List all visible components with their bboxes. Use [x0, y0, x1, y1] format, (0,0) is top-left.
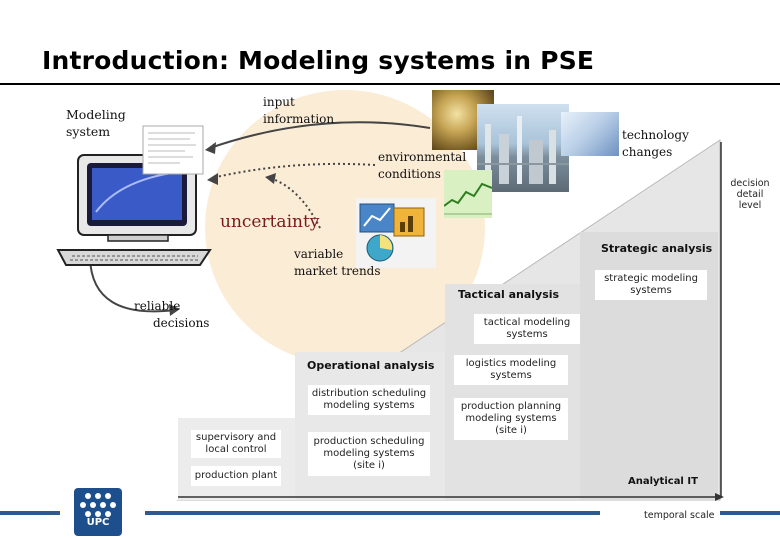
bottom-rule-middle: [145, 511, 600, 515]
refinery-structures: [477, 116, 569, 184]
reliable-decisions-label: reliable decisions: [134, 299, 210, 330]
input-information-label: input information: [263, 95, 335, 126]
bottom-rule-right: [720, 511, 780, 515]
tactical-analysis-title: Tactical analysis: [458, 288, 560, 301]
strategic-analysis-title: Strategic analysis: [601, 242, 713, 255]
upc-logo-dots: [80, 493, 116, 517]
analytics-icons-photo: [356, 198, 436, 268]
stock-chart-lines: [444, 182, 492, 215]
upc-logo: [74, 488, 122, 536]
horizontal-axis-arrowhead: [715, 493, 724, 501]
network-cable-photo: [561, 112, 619, 156]
input-arc-arrowhead: [205, 142, 216, 154]
step-operational: [295, 352, 445, 500]
modeling-system-label: Modeling system: [66, 107, 126, 139]
document-icon: [142, 125, 204, 175]
uncertainty-label: uncertainty: [220, 212, 320, 232]
variable-market-trends-label: variable market trends: [294, 247, 381, 278]
technology-changes-label: technology changes: [622, 128, 689, 159]
title-divider: [0, 83, 780, 85]
decisions-arc-arrowhead: [169, 304, 180, 316]
stock-chart-photo: [444, 170, 492, 218]
bottom-rule-left: [0, 511, 60, 515]
upc-logo-text: UPC: [86, 517, 110, 528]
production-plant-box: production plant: [191, 466, 281, 486]
environmental-conditions-label: environmental conditions: [378, 150, 467, 181]
market-trends-arc: [269, 177, 321, 229]
input-information-arc: [209, 121, 431, 149]
environmental-conditions-arc: [211, 162, 376, 179]
operational-analysis-title: Operational analysis: [307, 359, 435, 372]
market-arc-arrowhead: [265, 173, 276, 184]
analytics-icons: [359, 203, 425, 262]
reliable-decisions-arc: [89, 257, 176, 313]
temporal-scale-label: temporal scale: [644, 510, 715, 521]
analytical-it-label: Analytical IT: [628, 476, 698, 487]
slide-title: Introduction: Modeling systems in PSE: [42, 46, 595, 75]
decision-level-label: decision detail level: [730, 178, 770, 211]
refinery-photo: [477, 104, 569, 192]
computer-icon: [56, 154, 212, 266]
environmental-arc-arrowhead: [207, 173, 218, 185]
